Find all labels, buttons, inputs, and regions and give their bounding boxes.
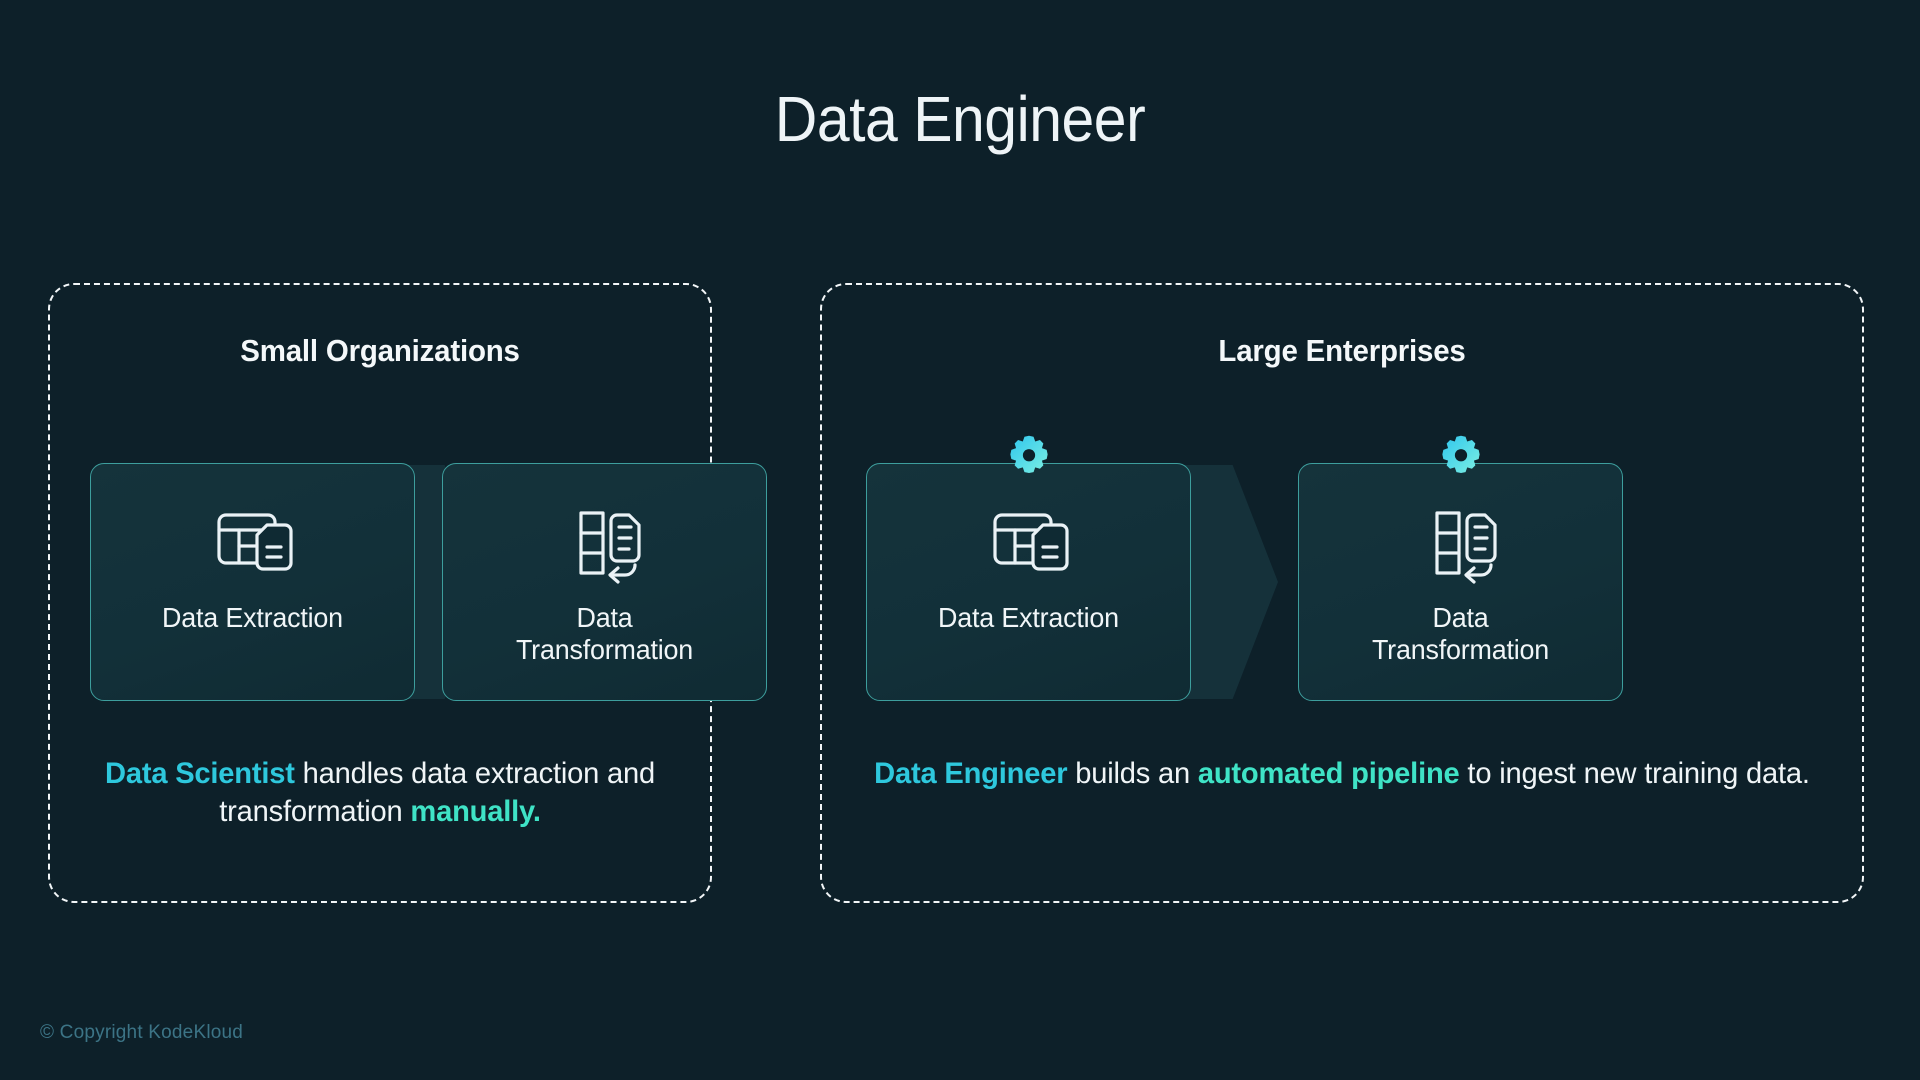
step-card-data-extraction[interactable]: Data Extraction [90, 463, 415, 701]
table-document-icon [981, 492, 1077, 598]
copyright-footer: © Copyright KodeKloud [40, 1022, 244, 1043]
caption-highlight-role: Data Engineer [874, 757, 1068, 790]
panel-heading-large-enterprises: Large Enterprises [1218, 333, 1466, 368]
panel-caption-small-organizations: Data Scientist handles data extraction a… [60, 755, 700, 831]
panel-small-organizations: Small Organizations [48, 283, 767, 903]
panel-caption-large-enterprises: Data Engineer builds an automated pipeli… [838, 755, 1847, 793]
page-title: Data Engineer [774, 83, 1146, 155]
step-card-data-extraction[interactable]: Data Extraction [866, 435, 1191, 701]
flow-row-small-organizations: Data Extraction [50, 463, 767, 703]
panel-large-enterprises: Large Enterprises [820, 283, 1864, 903]
panel-heading-small-organizations: Small Organizations [240, 333, 520, 368]
caption-text: handles data extraction and transformati… [219, 757, 655, 828]
table-document-icon [205, 492, 301, 598]
caption-text: builds an [1067, 757, 1198, 790]
caption-text-tail: to ingest new training data. [1459, 757, 1810, 790]
gear-icon [1009, 435, 1048, 474]
caption-highlight-emphasis: manually. [410, 794, 541, 828]
transform-document-icon [557, 492, 653, 598]
flow-row-large-enterprises: Data Extraction [822, 435, 1862, 703]
caption-highlight-emphasis: automated pipeline [1197, 757, 1460, 790]
gear-icon [1441, 435, 1480, 474]
step-card-label: Data Extraction [162, 602, 343, 633]
step-card-label: Data Extraction [938, 602, 1119, 633]
caption-highlight-role: Data Scientist [105, 757, 295, 790]
transform-document-icon [1413, 492, 1509, 598]
